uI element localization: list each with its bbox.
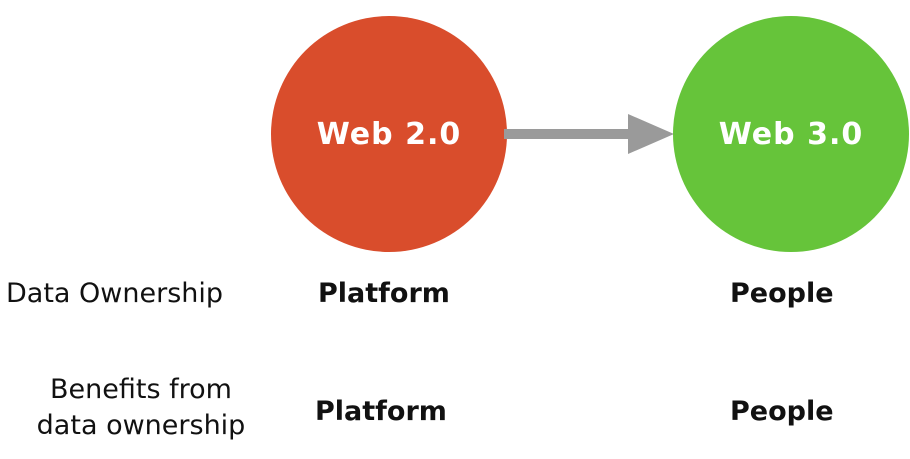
benefits-web2-value: Platform [315,396,447,427]
web3-node: Web 3.0 [673,16,909,252]
arrow-shaft [504,129,632,139]
row-label-benefits: Benefits from data ownership [6,372,276,444]
transition-arrow [504,114,674,154]
data-ownership-web3-value: People [730,278,834,309]
row-label-benefits-line2: data ownership [36,410,246,441]
web2-node-label: Web 2.0 [316,116,462,152]
web2-node: Web 2.0 [271,16,507,252]
benefits-web3-value: People [730,396,834,427]
row-label-data-ownership: Data Ownership [6,278,224,309]
web3-node-label: Web 3.0 [718,116,864,152]
row-label-benefits-line1: Benefits from [50,374,232,405]
arrow-head [628,114,674,154]
data-ownership-web2-value: Platform [318,278,450,309]
